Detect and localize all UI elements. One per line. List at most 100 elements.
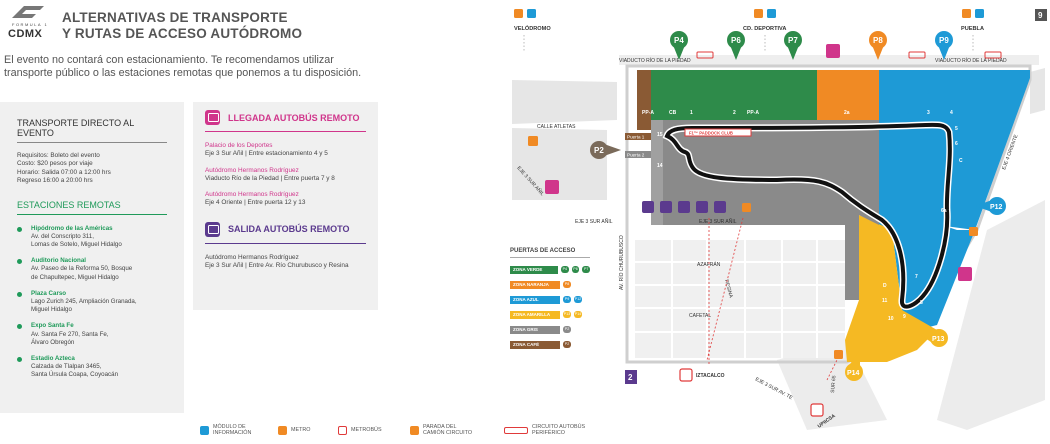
zone-label: 6: [955, 141, 958, 147]
route-detail: Eje 3 Sur Añil | Entre estacionamiento 4…: [205, 150, 328, 158]
route-name: Autódromo Hermanos Rodríguez: [205, 253, 299, 261]
zone-label: PP-A: [747, 110, 759, 116]
remote-station-item: Hipódromo de las Américas Av. del Conscr…: [17, 225, 184, 250]
legend-label: CAMIÓN CIRCUITO: [423, 430, 473, 437]
bus-icon: [205, 110, 220, 125]
arrival-header: LLEGADA AUTOBÚS REMOTO: [205, 110, 366, 132]
zone-cafe: [637, 70, 651, 130]
svg-text:P2: P2: [594, 146, 604, 155]
zone-label: 3: [927, 110, 930, 116]
zone-name: ZONA CAFÉ: [510, 340, 560, 349]
metro-icon: [962, 9, 971, 18]
gate-p7: P7: [784, 31, 802, 60]
zone-label: 7: [915, 274, 918, 280]
metro-icon: [754, 9, 763, 18]
peripheral-bus-icon: [984, 51, 1002, 59]
zone-name: ZONA VERDE: [510, 265, 559, 274]
remote-bus-icon: [826, 44, 840, 58]
station-address: Miguel Hidalgo: [31, 306, 72, 314]
street-label: VIADUCTO RÍO DE LA PIEDAD: [619, 57, 691, 64]
city-block: [512, 128, 607, 200]
legend-zone-verde: ZONA VERDE P4 P6 P7: [510, 263, 590, 276]
autodromo-map: VELÓDROMO CD. DEPORTIVA PUEBLA 9 VIADUCT…: [512, 9, 1047, 430]
metrobus-icon: [338, 426, 347, 435]
paddock-club: [684, 128, 752, 137]
station-label: IZTACALCO: [696, 373, 725, 379]
metro-icon: [278, 426, 287, 435]
direct-line: Regreso 16:00 a 20:00 hrs: [17, 177, 93, 185]
station-address: Av. Paseo de la Reforma 50, Bosque: [31, 265, 133, 273]
zone-gris-inner: [651, 120, 663, 225]
puerta-2-label: Puerta 2: [627, 153, 645, 158]
metrobus-icon: [679, 368, 693, 382]
zone-label: PP-A: [642, 110, 654, 116]
zone-label: 2: [733, 110, 736, 116]
route-name: Autódromo Hermanos Rodríguez: [205, 166, 299, 174]
gate-p14: P14: [845, 350, 863, 381]
bus-stop-icon: [642, 201, 654, 213]
legend-label: METROBÚS: [351, 427, 382, 433]
legend-zone-amarilla: ZONA AMARILLA P13 P14: [510, 308, 590, 321]
zone-label: C: [959, 158, 963, 164]
puerta-1-tag: [625, 133, 651, 140]
remote-station-item: Auditorio Nacional Av. Paseo de la Refor…: [17, 257, 184, 282]
departure-route: Autódromo Hermanos Rodríguez Eje 3 Sur A…: [205, 254, 366, 271]
gate-pill: P12: [574, 296, 582, 303]
page-title-line2: Y RUTAS DE ACCESO AUTÓDROMO: [62, 26, 303, 41]
svg-text:P12: P12: [990, 204, 1003, 211]
zone-label: CB: [669, 110, 677, 116]
route-detail: Viaducto Río de la Piedad | Entre puerta…: [205, 174, 335, 182]
svg-text:P14: P14: [847, 370, 860, 377]
zone-label: 14: [657, 163, 663, 169]
line-badge-text: 2: [628, 373, 633, 382]
station-dot: [17, 259, 22, 265]
intro-text: El evento no contará con estacionamiento…: [4, 54, 384, 80]
legend-metro: METRO: [278, 424, 310, 435]
zone-name: ZONA AMARILLA: [510, 310, 560, 319]
gate-p13: P13: [919, 329, 948, 347]
street-label: EJE 3 SUR AÑIL: [699, 218, 737, 225]
zone-label: 15: [657, 132, 663, 138]
bus-stop-group: [642, 201, 726, 213]
route-name: Palacio de los Deportes: [205, 142, 273, 149]
street-label: CALLE ATLETAS: [537, 124, 576, 130]
logo-cdmx-text: CDMX: [8, 28, 43, 40]
puerta-1-label: Puerta 1: [627, 135, 645, 140]
info-icon: [200, 426, 209, 435]
page-title-line1: ALTERNATIVAS DE TRANSPORTE: [62, 10, 288, 25]
access-gates-legend: PUERTAS DE ACCESO ZONA VERDE P4 P6 P7 ZO…: [510, 248, 590, 353]
departure-title: SALIDA AUTOBÚS REMOTO: [228, 224, 350, 235]
zone-label: 10: [888, 316, 894, 322]
legend-zone-gris: ZONA GRIS P2: [510, 323, 590, 336]
station-dot: [17, 291, 22, 297]
gate-pill: P13: [563, 311, 571, 318]
direct-line: Requisitos: Boleto del evento: [17, 152, 100, 159]
station-address: Lago Zurich 245, Ampliación Granada,: [31, 298, 137, 306]
viaducto-street: [619, 55, 1039, 65]
street-label: CAFETAL: [689, 313, 711, 319]
gate-pill: P2: [563, 326, 571, 333]
remote-station-item: Plaza Carso Lago Zurich 245, Ampliación …: [17, 289, 184, 315]
metro-line-badge: [625, 370, 637, 384]
metrobus-icon: [810, 403, 824, 417]
peripheral-bus-icon: [504, 427, 528, 434]
station-dot: [17, 324, 22, 330]
logo-formula-text: FORMULA 1: [12, 22, 49, 27]
gate-pill: P9: [563, 296, 571, 303]
bus-stop-icon: [660, 201, 672, 213]
gate-p8: P8: [869, 31, 887, 60]
route-name: Autódromo Hermanos Rodríguez: [205, 191, 299, 199]
gate-pill: P4: [561, 266, 569, 273]
bus-stop-icon: [714, 201, 726, 213]
direct-transport-details: Requisitos: Boleto del evento Costo: $20…: [17, 152, 167, 186]
station-name: Plaza Carso: [31, 289, 67, 297]
metro-station-puebla: PUEBLA: [961, 9, 984, 32]
gate-pill: P2: [563, 341, 571, 348]
zone-naranja: [817, 70, 879, 120]
circuit-stop-icon: [410, 426, 419, 435]
arrival-route: Autódromo Hermanos Rodríguez Eje 4 Orien…: [205, 191, 366, 208]
gate-p9: P9: [935, 31, 953, 60]
svg-text:P9: P9: [939, 36, 949, 45]
